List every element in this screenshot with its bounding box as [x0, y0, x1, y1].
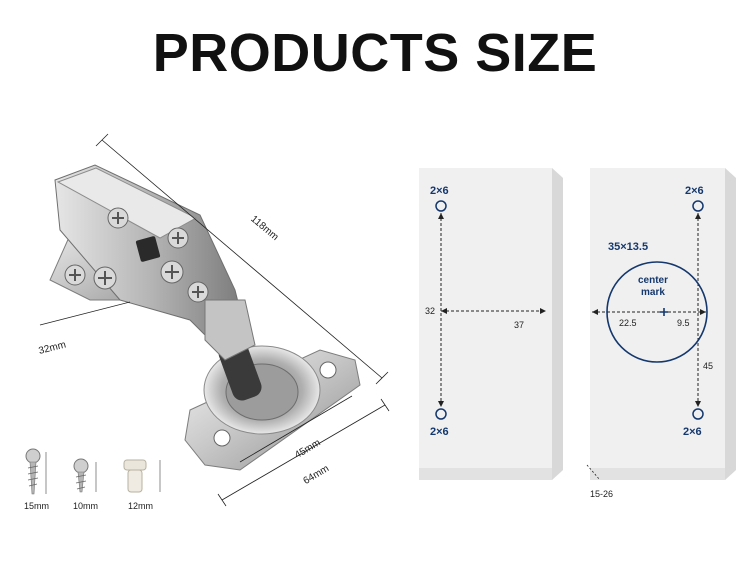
hinge-dimensions — [39, 133, 390, 507]
screw-head — [64, 264, 86, 286]
frame-dim-left: 22.5 — [619, 318, 637, 328]
hole-top — [692, 200, 704, 212]
screw-head — [93, 266, 117, 290]
dowel-12mm-icon — [123, 459, 161, 493]
screw-15mm-icon — [25, 448, 47, 495]
frame-dim-right: 9.5 — [677, 318, 690, 328]
frame-panel — [586, 168, 736, 481]
hole-top — [435, 200, 447, 212]
center-mark-icon — [660, 308, 668, 316]
screw-15mm-label: 15mm — [24, 501, 49, 511]
door-panel — [419, 168, 563, 480]
base-width-label: 64mm — [302, 463, 331, 487]
hinge-illustration — [49, 164, 361, 471]
dowel-12mm-label: 12mm — [128, 501, 153, 511]
frame-dim-vertical: 45 — [703, 361, 713, 371]
door-horizontal-dim: 37 — [514, 320, 524, 330]
center-label-1: center — [638, 275, 668, 286]
door-hole-top-label: 2×6 — [430, 185, 449, 197]
screw-head — [187, 281, 209, 303]
screw-head — [160, 260, 184, 284]
depth-label: 32mm — [38, 340, 68, 357]
screw-head — [167, 227, 189, 249]
page-title: PRODUCTS SIZE — [152, 23, 598, 83]
screw-head — [107, 207, 129, 229]
cup-width-label: 45mm — [293, 437, 322, 461]
door-vertical-dim: 32 — [425, 306, 435, 316]
screw-10mm-icon — [73, 458, 97, 493]
center-label-2: mark — [641, 287, 665, 298]
hole-bottom — [692, 408, 704, 420]
screw-10mm-label: 10mm — [73, 501, 98, 511]
door-hole-bottom-label: 2×6 — [430, 426, 449, 438]
length-label: 118mm — [248, 214, 280, 243]
frame-hole-bottom-label: 2×6 — [683, 426, 702, 438]
hole-bottom — [435, 408, 447, 420]
thickness-range-label: 15-26 — [590, 489, 613, 499]
frame-hole-top-label: 2×6 — [685, 185, 704, 197]
cup-size-label: 35×13.5 — [608, 241, 648, 253]
